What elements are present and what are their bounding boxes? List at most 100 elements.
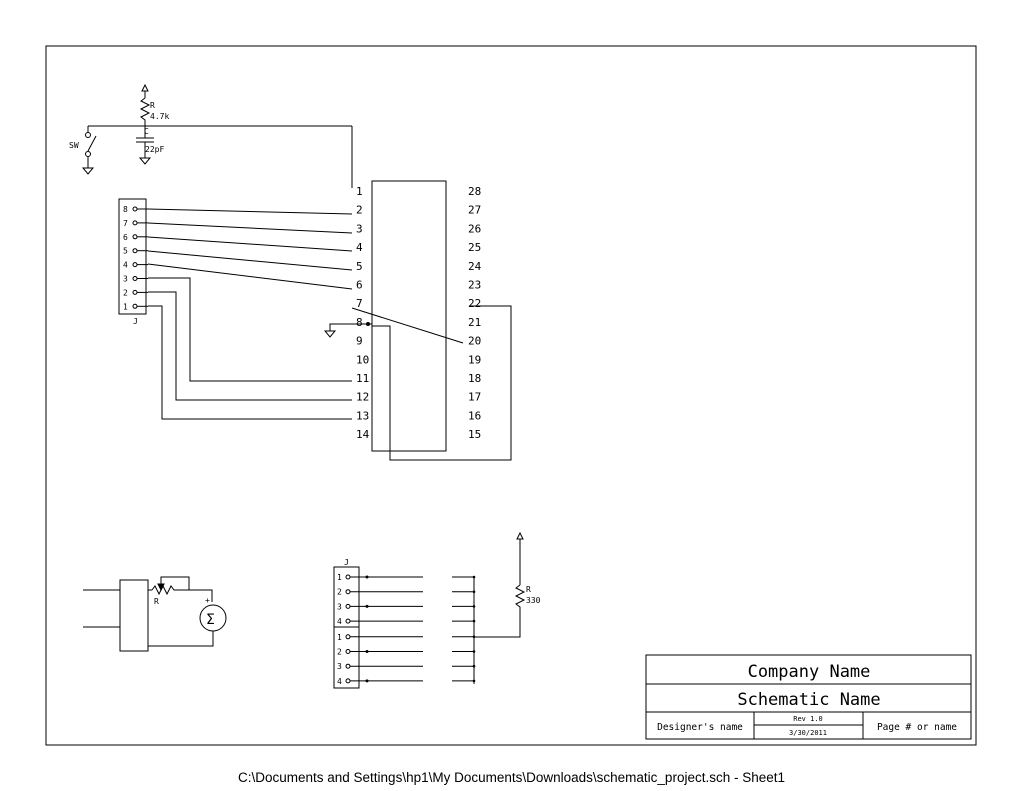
ic-pin-label: 24	[468, 260, 482, 273]
connector-pin	[132, 303, 138, 309]
connector-pin-label: 8	[123, 205, 128, 214]
connector-pin	[345, 678, 351, 684]
pullup-resistor-value: 4.7k	[150, 112, 169, 121]
ic-pin-label: 21	[468, 316, 481, 329]
ic-pin-label: 19	[468, 353, 481, 366]
bottom-resistor-value: 330	[526, 596, 541, 605]
ic-pin-label: 18	[468, 372, 481, 385]
ic-pin-label: 3	[356, 222, 363, 235]
capacitor-ref: C	[144, 127, 149, 136]
capacitor-value: 22pF	[145, 145, 164, 154]
page-name: Page # or name	[877, 722, 957, 733]
connector-pin	[132, 289, 138, 295]
sigma-icon: Σ	[206, 612, 215, 628]
connector-pin-label: 4	[123, 261, 128, 270]
connector-pin	[132, 248, 138, 254]
bottom-resistor-ref: R	[526, 585, 531, 594]
ic-pin-label: 25	[468, 241, 481, 254]
junction-dot	[365, 679, 369, 683]
connector-pin-label: 4	[337, 617, 342, 626]
junction-dot	[365, 575, 369, 579]
connector-pin	[345, 663, 351, 669]
connector-pin-label: 2	[337, 588, 342, 597]
connector-bottom-ref: J	[344, 558, 349, 567]
connector-pin	[132, 220, 138, 226]
ground-icon	[323, 330, 337, 338]
connector-bottom	[333, 566, 360, 689]
ground-icon	[138, 157, 152, 165]
vcc-arrow-icon	[141, 83, 149, 92]
schematic-name: Schematic Name	[737, 690, 880, 710]
ic-body	[371, 180, 447, 452]
ic-pin-label: 28	[468, 185, 481, 198]
connector-pin-label: 4	[337, 677, 342, 686]
connector-pin	[345, 618, 351, 624]
ic-pin-label: 26	[468, 222, 481, 235]
connector-pin	[345, 574, 351, 580]
pullup-resistor-ref: R	[150, 101, 155, 110]
pot-circuit	[83, 576, 227, 652]
ic-pin-label: 10	[356, 353, 369, 366]
connector-pin-label: 1	[337, 573, 342, 582]
ic-pin-label: 13	[356, 409, 369, 422]
connector-pin-label: 7	[123, 219, 128, 228]
ic-pin-label: 4	[356, 241, 363, 254]
ic-pin-label: 2	[356, 204, 363, 217]
ic-pin-label: 16	[468, 409, 481, 422]
pot-ref: R	[154, 597, 159, 606]
ic-pin-label: 22	[468, 297, 481, 310]
wire-bundle	[147, 208, 512, 461]
junction-dot	[365, 650, 369, 653]
connector-pin	[132, 206, 138, 212]
ic-pin-label: 9	[356, 335, 363, 348]
connector-pin-label: 1	[337, 633, 342, 642]
connector-top-ref: J	[133, 317, 138, 326]
ic-pin-label: 12	[356, 391, 369, 404]
ic-pin-label: 27	[468, 204, 481, 217]
ic-pin-label: 11	[356, 372, 369, 385]
sigma-plus: +	[205, 596, 210, 605]
bottom-resistor-net	[473, 531, 526, 684]
amplifier-block	[119, 579, 149, 652]
connector-pin-label: 3	[123, 275, 128, 284]
ic-pin-label: 7	[356, 297, 363, 310]
file-path-footer: C:\Documents and Settings\hp1\My Documen…	[237, 770, 785, 785]
ic-pin-label: 8	[356, 316, 363, 329]
designer-name: Designer's name	[657, 722, 743, 733]
potentiometer	[151, 584, 213, 602]
connector-pin	[345, 603, 351, 609]
revision: Rev 1.0	[793, 715, 823, 723]
ic-pin-label: 14	[356, 428, 370, 441]
ic-pin-label: 20	[468, 335, 481, 348]
ground-icon	[81, 167, 95, 175]
connector-pin	[132, 234, 138, 240]
connector-pin	[345, 589, 351, 595]
title-block	[645, 654, 972, 740]
junction-dot	[365, 604, 369, 608]
switch-lever	[87, 135, 97, 152]
connector-pin-label: 5	[123, 247, 128, 256]
connector-pin	[345, 649, 351, 654]
connector-pin-label: 3	[337, 602, 342, 611]
connector-pin-label: 1	[123, 302, 128, 311]
ic-pin-label: 5	[356, 260, 363, 273]
vcc-arrow-icon	[516, 531, 524, 540]
connector-pin	[132, 276, 138, 281]
connector-pin-label: 2	[337, 648, 342, 657]
ic-pin-label: 15	[468, 428, 481, 441]
date: 3/30/2011	[789, 729, 827, 737]
ic-pin-label: 17	[468, 391, 481, 404]
connector-pin	[132, 262, 138, 268]
company-name: Company Name	[748, 662, 871, 682]
connector-top	[118, 198, 147, 315]
connector-pin-label: 2	[123, 288, 128, 297]
reset-circuit	[81, 83, 353, 188]
pullup-resistor	[139, 97, 151, 126]
switch-label: SW	[69, 141, 79, 150]
ic-pin-label: 23	[468, 279, 481, 292]
ic-right-pin-labels: 28 27 26 25 24 23 22 21 20 19 18 17 16 15	[468, 185, 482, 441]
